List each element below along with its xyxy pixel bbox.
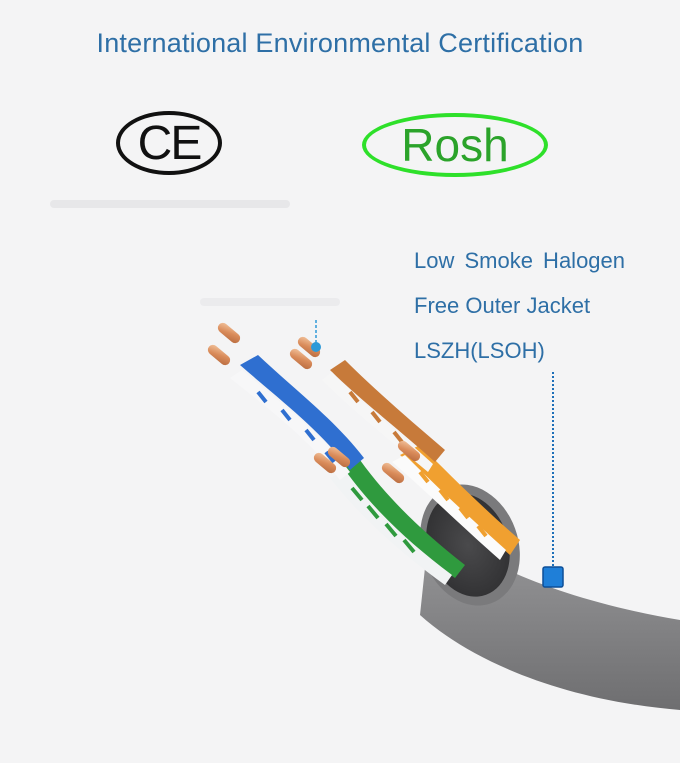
faint-stripe [200, 298, 340, 306]
ce-label: CE [137, 116, 203, 170]
callout-line-1: Low Smoke Halogen [414, 248, 626, 273]
page-title: International Environmental Certificatio… [96, 28, 584, 58]
callout-line-3: LSZH(LSOH) [414, 338, 545, 363]
pointer-dot-small [311, 342, 321, 352]
pointer-marker [542, 566, 564, 588]
callout-line-2: Free Outer Jacket [414, 293, 591, 318]
rosh-badge: Rosh [362, 113, 548, 177]
faint-stripe [50, 200, 290, 208]
orange-wire [400, 445, 520, 555]
ce-badge: CE [116, 111, 222, 175]
green-wire [340, 460, 465, 578]
blue-wire [240, 355, 364, 470]
brown-wire [330, 360, 445, 462]
white-orange-wire [392, 455, 506, 560]
rosh-label: Rosh [401, 119, 509, 171]
copper-conductors [207, 322, 421, 484]
